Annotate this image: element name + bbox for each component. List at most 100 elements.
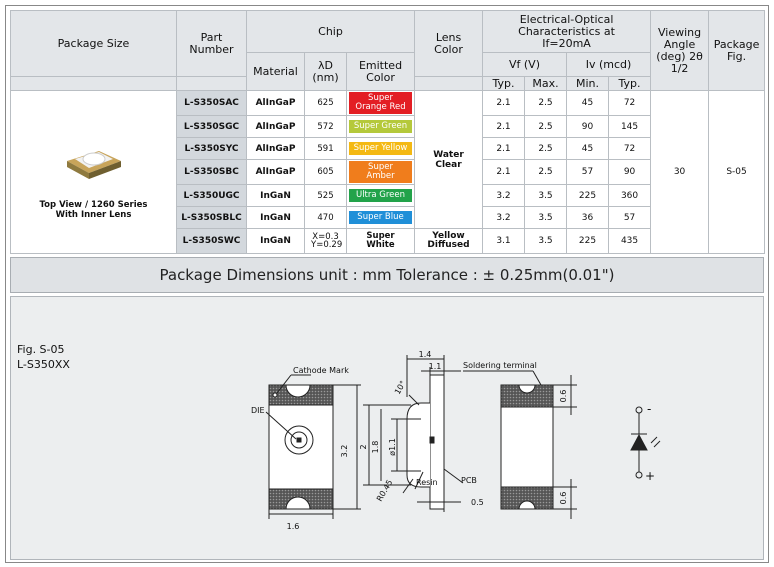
label-dim-0-5: 0.5: [471, 498, 484, 507]
package-fig-cell: S-05: [708, 90, 766, 254]
vf-max-cell: 3.5: [524, 184, 568, 207]
emitted-color-swatch: Super Green: [349, 120, 413, 133]
vf-max-cell: 2.5: [524, 137, 568, 160]
label-dim-1-1: 1.1: [429, 362, 442, 371]
label-soldering-terminal: Soldering terminal: [463, 361, 537, 370]
figure-panel: Fig. S-05 L-S350XX: [10, 296, 764, 560]
emitted-color-swatch: Super Orange Red: [349, 92, 413, 114]
iv-typ-cell: 90: [608, 159, 652, 185]
top-view-body: [268, 384, 334, 510]
part-number-cell: L-S350SBC: [176, 159, 247, 185]
label-resin: Resin: [416, 478, 438, 487]
vf-max-cell: 3.5: [524, 228, 568, 254]
top-terminal: [268, 384, 334, 406]
emitted-color-cell: Ultra Green: [345, 184, 416, 207]
plus-terminal: [635, 471, 643, 479]
package-image-cell: Top View / 1260 Series With Inner Lens: [10, 90, 177, 254]
label-die: DIE: [251, 406, 265, 415]
header-part-number: Part Number: [176, 10, 247, 77]
label-minus: -: [647, 402, 651, 416]
header-material: Material: [246, 52, 305, 91]
header-iv-typ: Typ.: [608, 76, 652, 91]
wavelength-cell: 525: [304, 184, 347, 207]
vf-max-cell: 3.5: [524, 206, 568, 229]
header-package-fig: Package Fig.: [708, 10, 766, 91]
part-number-cell: L-S350SYC: [176, 137, 247, 160]
bottom-terminal: [268, 488, 334, 510]
vf-typ-cell: 3.1: [482, 228, 526, 254]
header-vf-max: Max.: [524, 76, 568, 91]
vf-typ-cell: 3.2: [482, 184, 526, 207]
iv-min-cell: 36: [566, 206, 610, 229]
material-cell: InGaN: [246, 206, 305, 229]
part-number-cell: L-S350UGC: [176, 184, 247, 207]
label-pcb: PCB: [461, 476, 477, 485]
wavelength-cell: 572: [304, 115, 347, 138]
dimension-drawing: Cathode Mark DIE 1.6 3.2 2 1.8 ø1.1 R0.4…: [251, 350, 661, 531]
label-dim-1-4: 1.4: [419, 350, 432, 359]
label-dim-1-8: 1.8: [371, 441, 380, 454]
vf-typ-cell: 2.1: [482, 90, 526, 116]
iv-typ-cell: 72: [608, 90, 652, 116]
wavelength-cell: 591: [304, 137, 347, 160]
label-dim-r045: R0.45: [375, 478, 394, 503]
lens-diffused-cell: Yellow Diffused: [414, 228, 484, 254]
vf-max-cell: 2.5: [524, 159, 568, 185]
header-iv-min: Min.: [566, 76, 610, 91]
material-cell: AlInGaP: [246, 159, 305, 185]
iv-min-cell: 45: [566, 90, 610, 116]
wavelength-cell: 625: [304, 90, 347, 116]
wavelength-cell: 605: [304, 159, 347, 185]
header-vf-typ: Typ.: [482, 76, 526, 91]
iv-min-cell: 57: [566, 159, 610, 185]
vf-typ-cell: 3.2: [482, 206, 526, 229]
iv-typ-cell: 435: [608, 228, 652, 254]
wavelength-cell: 470: [304, 206, 347, 229]
emitted-color-swatch: Super White: [349, 230, 413, 252]
label-dim-phi: ø1.1: [388, 438, 397, 456]
part-number-cell: L-S350SBLC: [176, 206, 247, 229]
package-caption: Top View / 1260 Series With Inner Lens: [39, 199, 148, 220]
vf-typ-cell: 2.1: [482, 115, 526, 138]
iv-min-cell: 90: [566, 115, 610, 138]
diode-triangle: [630, 433, 648, 451]
part-number-cell: L-S350SWC: [176, 228, 247, 254]
label-dim-2: 2: [359, 444, 368, 449]
iv-min-cell: 225: [566, 228, 610, 254]
emitted-color-cell: Super White: [345, 228, 416, 254]
iv-typ-cell: 72: [608, 137, 652, 160]
label-dim-3-2: 3.2: [340, 445, 349, 458]
vf-max-cell: 2.5: [524, 115, 568, 138]
part-number-cell: L-S350SGC: [176, 115, 247, 138]
resin-side: [406, 402, 430, 488]
emitted-color-cell: Super Orange Red: [345, 90, 416, 116]
header-wavelength: λD (nm): [304, 52, 347, 91]
fig-label: Fig. S-05: [17, 343, 65, 356]
material-cell: AlInGaP: [246, 90, 305, 116]
header-part-number-cont: [176, 76, 247, 91]
label-dim-10: 10°: [393, 379, 408, 396]
vf-max-cell: 2.5: [524, 90, 568, 116]
wavelength-cell: X=0.3 Y=0.29: [304, 228, 347, 254]
emitted-color-cell: Super Amber: [345, 159, 416, 185]
vf-typ-cell: 2.1: [482, 159, 526, 185]
model-label: L-S350XX: [17, 358, 70, 371]
label-dim-0-6-top: 0.6: [559, 390, 568, 403]
emitted-color-swatch: Super Amber: [349, 161, 413, 183]
die-square: [296, 437, 302, 443]
lens-clear-cell: Water Clear: [414, 90, 484, 229]
header-lens-color: Lens Color: [414, 10, 484, 77]
header-vf: Vf (V): [482, 52, 568, 77]
dimensions-bar: Package Dimensions unit : mm Tolerance :…: [10, 257, 764, 293]
header-package-size: Package Size: [10, 10, 177, 77]
header-chip: Chip: [245, 10, 416, 53]
part-number-cell: L-S350SAC: [176, 90, 247, 116]
lens-outer: [284, 425, 314, 455]
emitted-color-swatch: Super Yellow: [349, 142, 413, 155]
lens-inner: [290, 431, 308, 449]
